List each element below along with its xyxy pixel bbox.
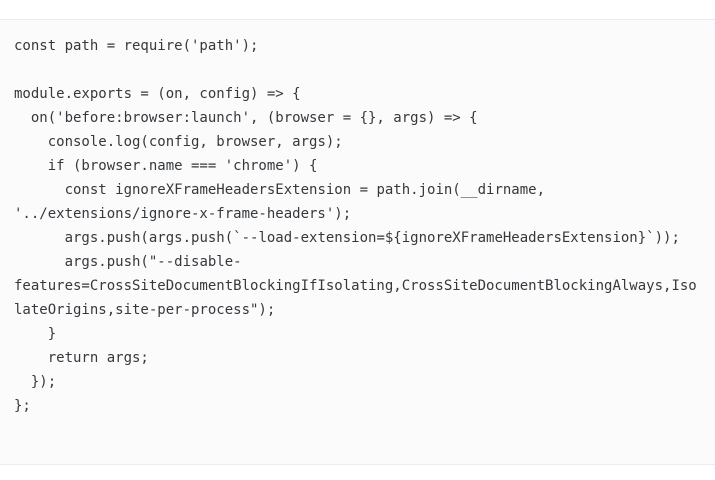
code-content[interactable]: const path = require('path'); module.exp… (14, 38, 697, 414)
code-block: const path = require('path'); module.exp… (0, 19, 715, 465)
bottom-gutter (0, 465, 715, 480)
top-gutter (0, 0, 715, 19)
